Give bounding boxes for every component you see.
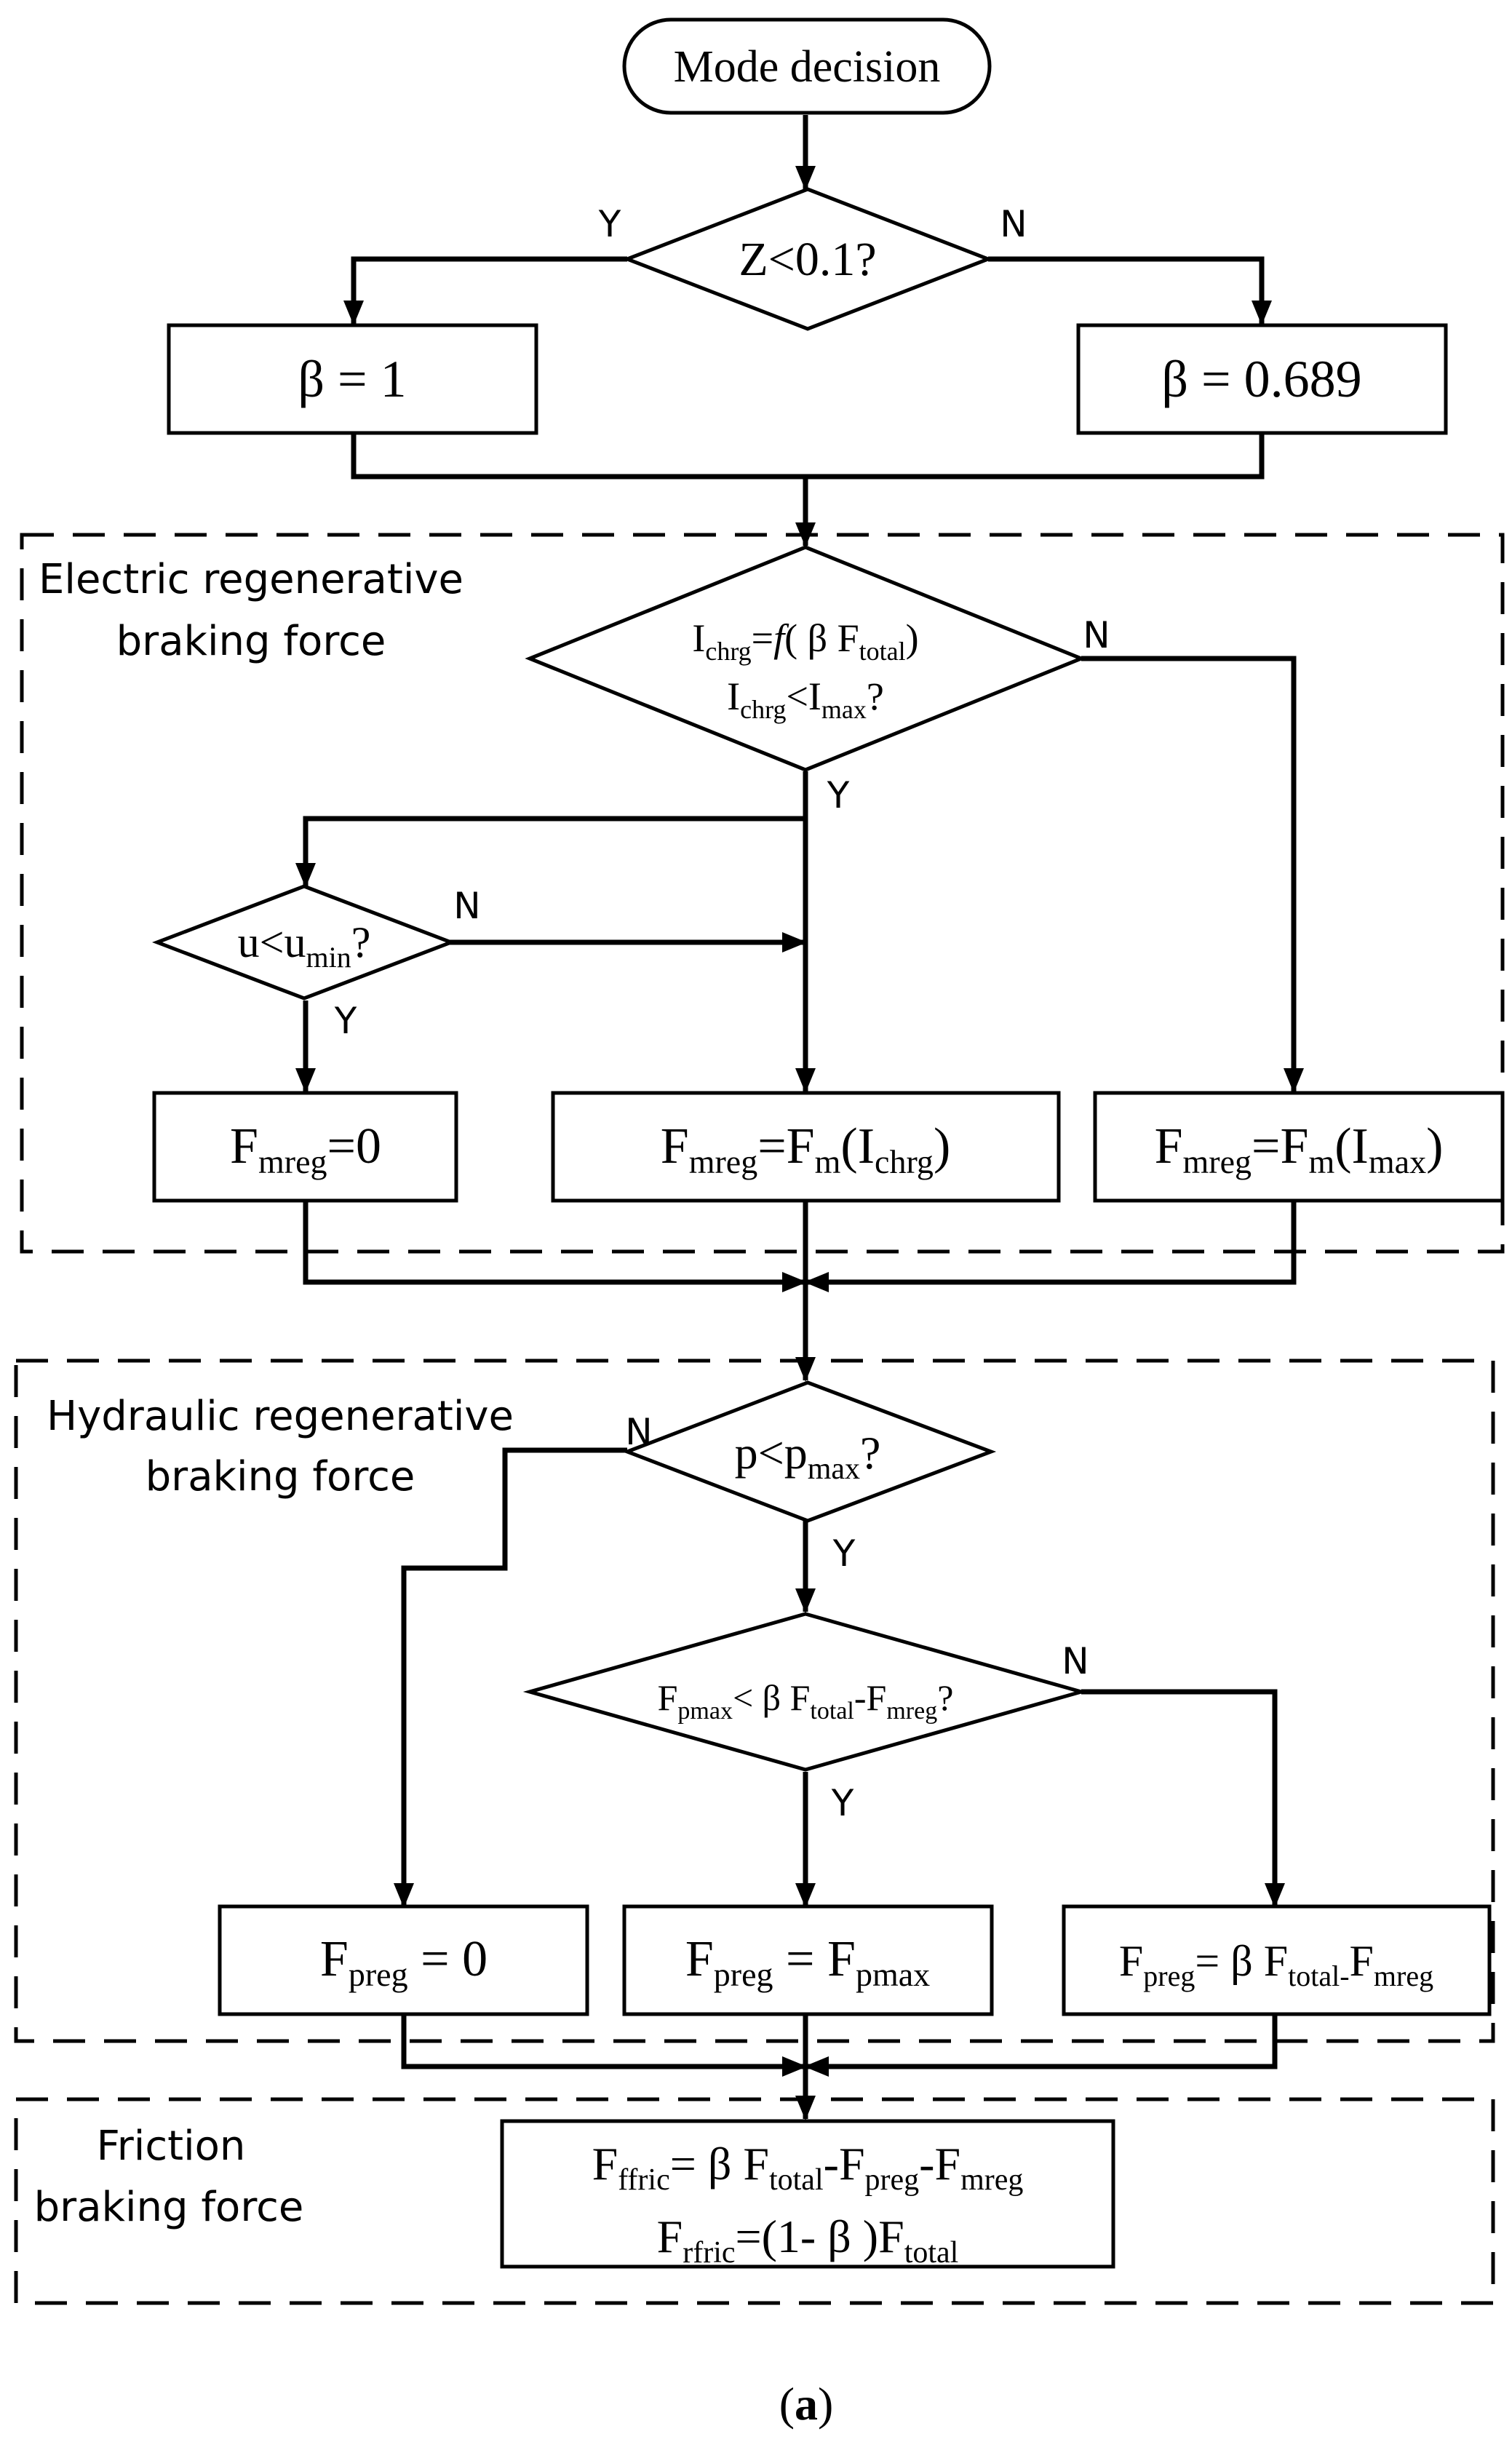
fmreg-zero-text: Fmreg=0	[230, 1118, 381, 1180]
hydraulic-group-frame	[14, 1359, 1495, 2043]
decision-ichrg-line1: Ichrg=f( β Ftotal)	[692, 616, 918, 666]
friction-group-frame	[14, 2097, 1495, 2305]
fmreg-ichrg-text: Fmreg=Fm(Ichrg)	[661, 1118, 951, 1180]
decision-p-yes-label: Y	[832, 1532, 856, 1575]
decision-u-no-label: N	[453, 885, 480, 927]
decision-z-yes-label: Y	[598, 203, 621, 245]
friction-line1: Fffric= β Ftotal-Fpreg-Fmreg	[592, 2138, 1024, 2197]
decision-ichrg: Ichrg=f( β Ftotal) Ichrg<Imax? Y N	[525, 545, 1110, 816]
beta-no-text: β = 0.689	[1161, 350, 1361, 408]
friction-line2: Frfric=(1- β )Ftotal	[657, 2211, 959, 2270]
decision-u-yes-label: Y	[334, 1000, 357, 1042]
decision-z-text: Z<0.1?	[739, 233, 876, 286]
decision-z: Z<0.1? Y N	[598, 187, 1027, 331]
decision-u-text: u<umin?	[238, 918, 371, 974]
fmreg-imax-text: Fmreg=Fm(Imax)	[1155, 1118, 1444, 1180]
decision-fpmax-text: Fpmax< β Ftotal-Fmreg?	[658, 1677, 954, 1725]
fpreg-zero-box: Fpreg = 0	[218, 1904, 589, 2016]
fmreg-ichrg-box: Fmreg=Fm(Ichrg)	[551, 1091, 1061, 1203]
fmreg-zero-box: Fmreg=0	[152, 1091, 458, 1203]
electric-group-title-line1: Electric regenerative	[39, 556, 463, 603]
decision-fpmax-yes-label: Y	[831, 1782, 854, 1824]
decision-ichrg-yes-label: Y	[827, 774, 850, 816]
hydraulic-group-title-line2: braking force	[146, 1453, 415, 1500]
beta-yes-text: β = 1	[298, 350, 406, 408]
fpreg-calc-box: Fpreg= β Ftotal-Fmreg	[1062, 1904, 1492, 2016]
electric-group-title-line2: braking force	[116, 618, 386, 665]
decision-ichrg-line2: Ichrg<Imax?	[727, 675, 884, 724]
friction-box: Fffric= β Ftotal-Fpreg-Fmreg Frfric=(1- …	[500, 2119, 1115, 2270]
friction-group-title-line1: Friction	[97, 2123, 246, 2170]
figure-caption: (a)	[779, 2378, 834, 2430]
fpreg-fpmax-box: Fpreg = Fpmax	[622, 1904, 994, 2016]
beta-no-box: β = 0.689	[1076, 323, 1448, 435]
hydraulic-group-title-line1: Hydraulic regenerative	[47, 1393, 514, 1440]
fpreg-fpmax-text: Fpreg = Fpmax	[685, 1931, 930, 1993]
decision-p-text: p<pmax?	[735, 1427, 881, 1486]
decision-fpmax-no-label: N	[1062, 1640, 1089, 1682]
start-terminator: Mode decision	[622, 17, 992, 115]
fpreg-zero-text: Fpreg = 0	[320, 1931, 488, 1993]
friction-group-title-line2: braking force	[34, 2184, 304, 2231]
decision-ichrg-no-label: N	[1083, 614, 1110, 656]
fpreg-calc-text: Fpreg= β Ftotal-Fmreg	[1119, 1937, 1433, 1992]
decision-p: p<pmax? Y N	[622, 1380, 997, 1575]
connectors	[295, 115, 1304, 2120]
fmreg-imax-box: Fmreg=Fm(Imax)	[1093, 1091, 1505, 1203]
electric-group-frame	[20, 533, 1505, 1254]
decision-z-no-label: N	[1000, 203, 1027, 245]
beta-yes-box: β = 1	[167, 323, 538, 435]
decision-p-no-label: N	[625, 1411, 652, 1453]
start-label: Mode decision	[674, 42, 941, 92]
decision-fpmax: Fpmax< β Ftotal-Fmreg? Y N	[522, 1612, 1089, 1824]
decision-u: u<umin? Y N	[151, 884, 481, 1042]
